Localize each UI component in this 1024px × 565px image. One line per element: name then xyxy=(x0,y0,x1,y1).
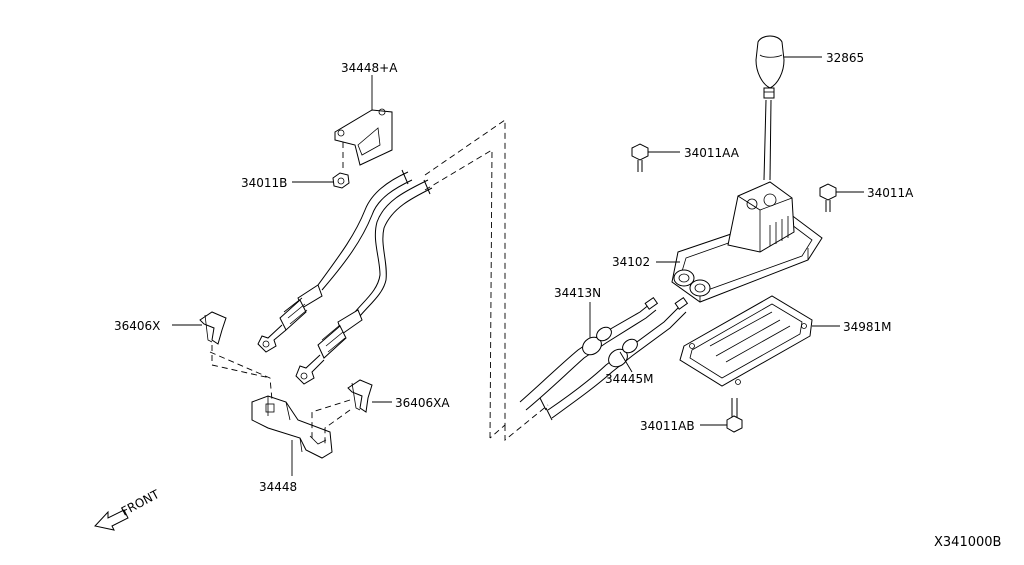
label-32865: 32865 xyxy=(826,51,864,65)
shift-cables xyxy=(257,169,433,385)
label-34413n: 34413N xyxy=(554,286,601,300)
gasket-34981m xyxy=(679,295,813,387)
shift-lever-assembly xyxy=(671,99,823,303)
label-34102: 34102 xyxy=(612,255,650,269)
label-34011ab: 34011AB xyxy=(640,419,695,433)
label-36406xa: 36406XA xyxy=(395,396,450,410)
clip-36406x xyxy=(199,311,227,345)
label-36406x: 36406X xyxy=(114,319,160,333)
label-34011aa: 34011AA xyxy=(684,146,740,160)
bracket-34448 xyxy=(251,395,333,459)
leader-lines xyxy=(172,56,864,476)
bolt-34011aa xyxy=(631,143,649,172)
bracket-34448a xyxy=(334,108,393,166)
front-arrow xyxy=(94,509,129,531)
diagram-code: X341000B xyxy=(934,535,1001,550)
bolt-34011ab xyxy=(726,398,743,433)
label-34445m: 34445M xyxy=(605,372,654,386)
nut-34011b xyxy=(332,172,350,189)
label-34011b: 34011B xyxy=(241,176,287,190)
knob-32865 xyxy=(755,35,785,99)
label-34448: 34448 xyxy=(259,480,297,494)
label-34981m: 34981M xyxy=(843,320,892,334)
label-34011a: 34011A xyxy=(867,186,914,200)
label-34448a: 34448+A xyxy=(341,61,398,75)
clip-36406xa xyxy=(347,379,373,413)
bolt-34011a xyxy=(819,183,837,212)
part-labels: 34448+A 34011B 36406X 36406XA 34448 3441… xyxy=(114,51,1001,550)
front-label: FRONT xyxy=(119,487,162,519)
control-cables-right xyxy=(519,296,689,421)
phantom-lines xyxy=(209,119,549,445)
